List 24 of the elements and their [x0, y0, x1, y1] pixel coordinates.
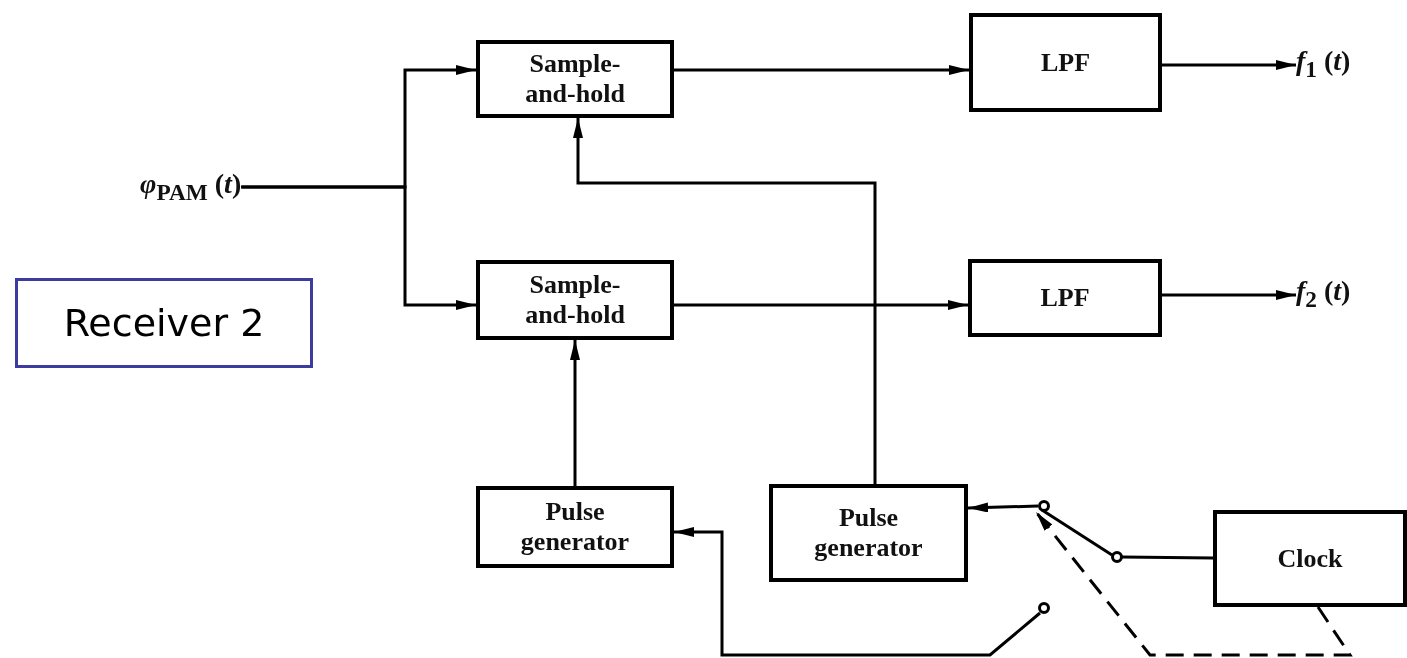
process-block: Sample- and-hold — [476, 260, 674, 340]
process-block: Pulse generator — [769, 484, 968, 582]
linkage-line — [1034, 511, 1353, 657]
signal-label: f$_{1}$ (t) — [1296, 45, 1351, 83]
process-block: LPF — [969, 13, 1162, 112]
connector-arrow — [573, 118, 877, 484]
process-block: Sample- and-hold — [476, 40, 674, 118]
connector-arrow — [1162, 290, 1296, 300]
connector-arrow — [674, 527, 1041, 657]
signal-label: φ$_{PAM}$ (t) — [140, 170, 242, 204]
connector-arrow — [570, 340, 580, 486]
title-box: Receiver 2 — [15, 278, 313, 368]
process-block: LPF — [968, 259, 1162, 337]
signal-label: f$_{2}$ (t) — [1296, 275, 1351, 313]
connector-arrow — [967, 502, 1039, 513]
switch-contact — [1038, 602, 1050, 614]
process-block: Clock — [1213, 510, 1407, 607]
connector-arrow — [674, 300, 968, 310]
process-block: Pulse generator — [476, 486, 674, 568]
switch-contact — [1111, 551, 1123, 563]
connector-arrow — [1162, 60, 1296, 70]
connector-arrow — [674, 65, 969, 75]
connector-arrow — [241, 185, 476, 310]
switch-contact — [1038, 500, 1050, 512]
